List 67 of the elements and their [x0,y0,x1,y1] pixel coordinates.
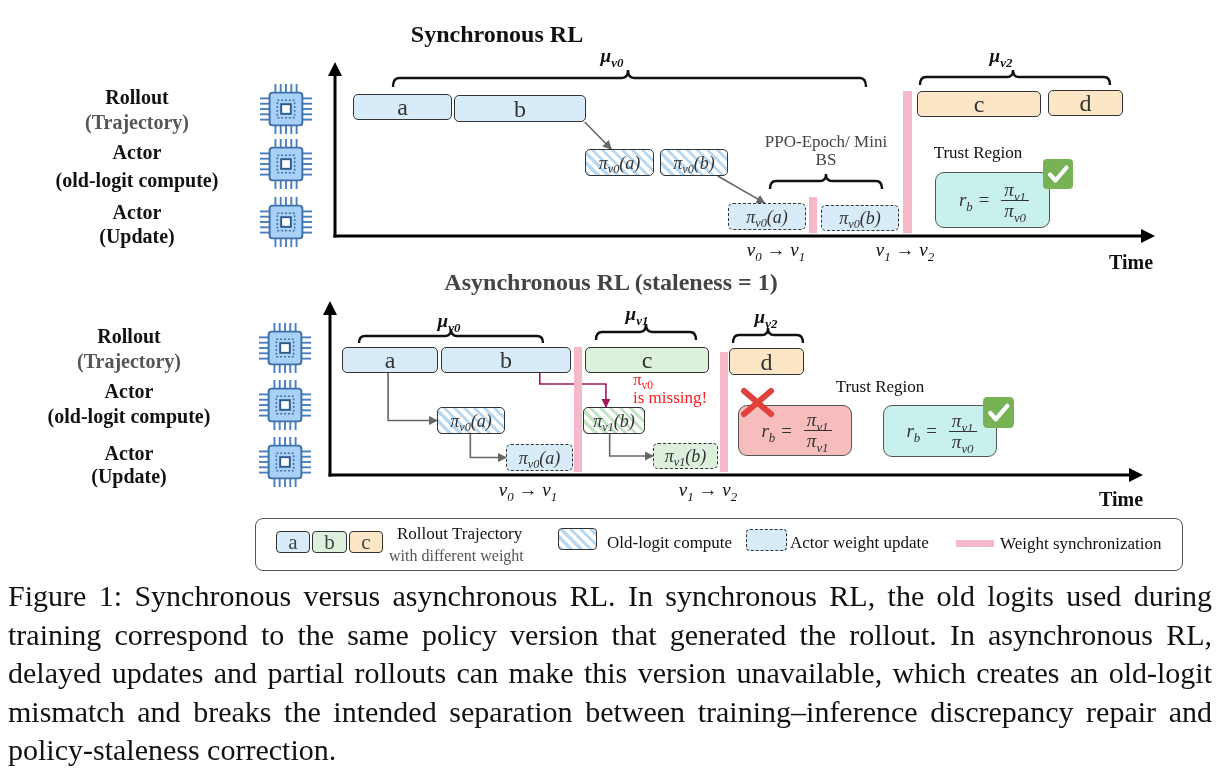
legend-text: Old-logit compute [607,534,733,551]
axis-label: Time [1098,489,1144,509]
rollout-segment: a [353,94,452,120]
policy-label: μ$_{v0}$ [600,46,624,65]
rollout-sample: c [349,531,383,553]
rollout-segment: c [585,347,709,373]
section-heading: Synchronous RL [410,22,584,46]
arrow [608,433,654,461]
region-label: Trust Region [835,378,925,395]
row-label: Rollout [97,326,161,346]
update-segment: π$_{v0}$(b) [821,205,899,231]
row-label: (old-logit compute) [55,170,219,190]
rollout-segment: b [454,95,586,122]
version-label: v$_{1}$ → v$_{2}$ [875,240,935,259]
legend-text: with different weight [389,548,524,564]
figure-caption: Figure 1: Synchronous versus asynchronous RL. In synchronous RL, the old logits used during training correspond to the same policy version that generated the rollout. In asynchronous RL, delayed updates and partial rollouts can make this version unavailable, which creates an old-logit mismatch and breaks the intended separation between training–inference discrepancy repair and policy-staleness correction. [8,578,1212,768]
rollout-segment: d [1048,90,1123,116]
rollout-sample: b [312,531,347,553]
annotation-text: PPO-Epoch/ Mini BS [763,133,889,169]
ratio-box [883,405,997,457]
row-label: (Update) [91,466,167,486]
arrow [469,433,507,462]
update-segment: π$_{v1}$(b) [653,443,718,469]
formula-text: r$_{b}$ = [905,421,939,441]
rollout-segment: a [342,347,438,373]
ratio-box [738,405,852,456]
formula-text: r$_{b}$ = [760,420,794,441]
old-logit-segment: π$_{v0}$(b) [660,149,728,176]
row-label: Actor [104,381,154,401]
arrow [717,175,766,204]
policy-label: μ$_{v2}$ [754,307,778,326]
rollout-segment: d [729,348,804,375]
fraction-denominator: π$_{v0}$ [1003,200,1028,221]
row-label: (Trajectory) [85,112,189,132]
rollout-segment: b [441,347,571,373]
arrow [387,372,438,425]
row-label: Rollout [105,87,169,107]
row-label: Actor [112,142,162,162]
old-logit-segment: π$_{v0}$(a) [585,149,654,176]
policy-label: μ$_{v2}$ [989,46,1013,65]
legend-text: Rollout Trajectory [397,525,523,542]
row-label: Actor [104,443,154,463]
fraction-denominator: π$_{v0}$ [950,431,975,452]
version-label: v$_{0}$ → v$_{1}$ [498,480,558,499]
arrow [583,121,612,150]
row-label: (Trajectory) [77,351,181,371]
axis-label: Time [1108,252,1154,272]
version-label: v$_{1}$ → v$_{2}$ [678,480,738,499]
version-label: v$_{0}$ → v$_{1}$ [746,240,806,259]
rollout-sample: a [276,531,310,553]
update-segment: π$_{v0}$(a) [506,444,573,471]
warning-text: π$_{v0}$ is missing! [633,371,709,407]
old-logit-segment: π$_{v0}$(a) [437,407,505,434]
arrow [539,372,611,408]
update-segment: π$_{v0}$(a) [728,203,806,230]
row-label: (old-logit compute) [47,406,211,426]
rollout-segment: c [917,91,1041,117]
section-heading: Asynchronous RL (staleness = 1) [444,270,778,294]
fraction-denominator: π$_{v1}$ [805,431,830,451]
row-label: Actor [112,202,162,222]
old-logit-segment: π$_{v1}$(b) [583,407,645,434]
formula-text: r$_{b}$ = [957,190,992,210]
ratio-box [935,172,1050,228]
legend-text: Actor weight update [790,534,929,551]
legend-text: Weight synchronization [1000,535,1162,552]
region-label: Trust Region [933,144,1023,161]
row-label: (Update) [99,226,175,246]
